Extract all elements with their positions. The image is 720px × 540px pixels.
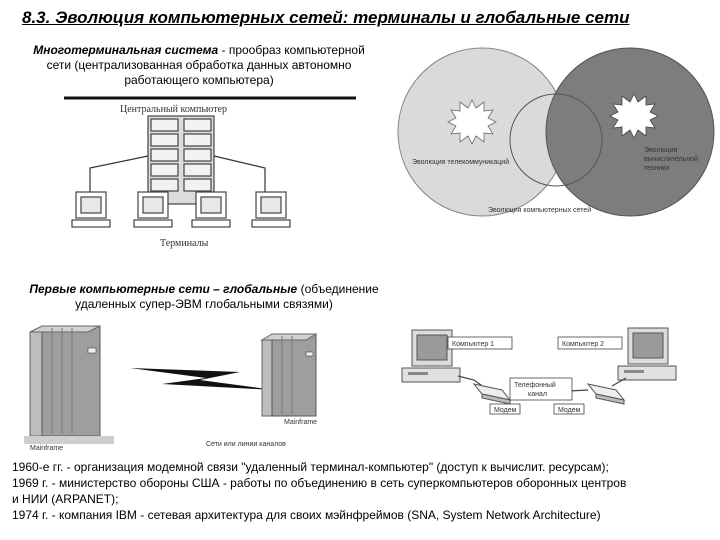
modem-connection-diagram: Компьютер 1 Компьютер 2 Телефонный канал… bbox=[401, 327, 677, 415]
modem-left-label: Модем bbox=[494, 407, 517, 414]
terminal-1-icon bbox=[71, 191, 111, 228]
central-computer-label: Центральный компьютер bbox=[120, 104, 227, 115]
computer-1-icon bbox=[401, 329, 461, 383]
terminals-label: Терминалы bbox=[160, 238, 209, 249]
venn-networks-label: Эволюция компьютерных сетей bbox=[488, 206, 591, 214]
modem-left-icon bbox=[472, 383, 512, 405]
venn-telecom-label: Эволюция телекоммуникаций bbox=[412, 158, 509, 166]
terminal-4-icon bbox=[251, 191, 291, 228]
global-link-icon bbox=[130, 368, 274, 390]
mainframe-left-icon bbox=[24, 325, 114, 444]
multiterminal-description: Многотерминальная система - прообраз ком… bbox=[14, 43, 384, 88]
multiterminal-rest: - прообраз компьютерной bbox=[218, 43, 365, 57]
terminal-3-icon bbox=[191, 191, 231, 228]
phone-channel-label-2: канал bbox=[528, 391, 547, 398]
global-networks-rest: (объединение bbox=[297, 282, 379, 296]
global-networks-term: Первые компьютерные сети – глобальные bbox=[29, 282, 298, 296]
multiterminal-term: Многотерминальная система bbox=[33, 43, 219, 57]
global-networks-description: Первые компьютерные сети – глобальные (о… bbox=[14, 282, 394, 312]
history-line-3: и НИИ (ARPANET); bbox=[12, 492, 119, 506]
central-computer-icon bbox=[147, 115, 215, 205]
modem-right-icon bbox=[586, 383, 626, 405]
computer-2-icon bbox=[617, 327, 677, 381]
terminal-icons bbox=[71, 191, 291, 228]
venn-computing-label-1: Эволюция bbox=[644, 147, 678, 154]
mainframe-left-label: Mainframe bbox=[30, 445, 63, 452]
mainframes-diagram: Mainframe Mainframe Сети или линии канал… bbox=[24, 325, 318, 452]
phone-channel-label-1: Телефонный bbox=[514, 381, 556, 389]
computer-2-label: Компьютер 2 bbox=[562, 341, 604, 348]
history-line-4: 1974 г. - компания IBM - сетевая архитек… bbox=[12, 508, 601, 522]
history-line-1: 1960-е гг. - организация модемной связи … bbox=[12, 460, 609, 474]
computer-1-label: Компьютер 1 bbox=[452, 341, 494, 348]
history-text: 1960-е гг. - организация модемной связи … bbox=[12, 459, 712, 523]
network-lines-label: Сети или линии каналов bbox=[206, 441, 286, 448]
multiterminal-diagram: Центральный компьютер Терминалы bbox=[64, 96, 356, 249]
history-line-2: 1969 г. - министерство обороны США - раб… bbox=[12, 476, 627, 490]
multiterminal-line3: работающего компьютера) bbox=[124, 73, 274, 87]
multiterminal-line2: сети (централизованная обработка данных … bbox=[46, 58, 352, 72]
burst-left-icon bbox=[447, 99, 497, 145]
modem-right-label: Модем bbox=[558, 407, 581, 414]
mainframe-right-label: Mainframe bbox=[284, 419, 317, 426]
global-networks-line2: удаленных супер-ЭВМ глобальными связями) bbox=[75, 297, 333, 311]
burst-right-icon bbox=[609, 93, 659, 139]
page-title: 8.3. Эволюция компьютерных сетей: термин… bbox=[22, 8, 630, 27]
terminal-2-icon bbox=[133, 191, 173, 228]
venn-computing-label-2: вычислительной bbox=[644, 155, 698, 163]
evolution-venn-diagram: Эволюция телекоммуникаций Эволюция вычис… bbox=[397, 47, 715, 217]
mainframe-right-icon bbox=[260, 333, 318, 417]
venn-computing-label-3: техники bbox=[644, 165, 669, 172]
